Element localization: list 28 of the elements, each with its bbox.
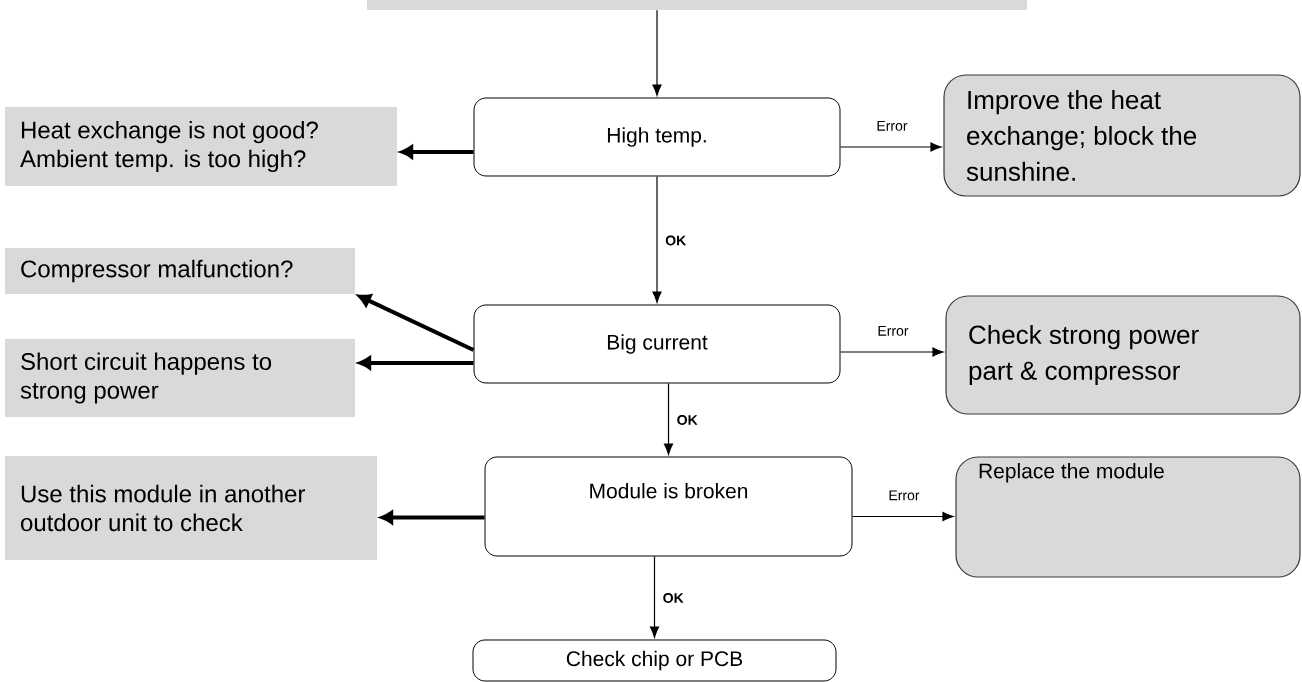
- process-box: Check chip or PCB: [472, 639, 837, 682]
- arrow: [652, 175, 662, 303]
- arrow: [652, 9, 662, 96]
- arrow: [839, 347, 944, 357]
- arrow: [358, 356, 474, 370]
- action-box: Improve the heat exchange; block the sunshine.: [943, 74, 1301, 197]
- edge-label: Error: [886, 488, 922, 503]
- process-box: Big current: [473, 304, 841, 384]
- edge-label: OK: [674, 413, 700, 427]
- process-box: [367, 0, 1027, 10]
- edge-label: OK: [663, 233, 689, 248]
- edge-label: Error: [874, 119, 910, 133]
- arrow: [649, 555, 660, 638]
- process-box: Module is broken: [484, 456, 853, 557]
- edge-label: OK: [660, 591, 686, 605]
- action-box: Check strong power part & compressor: [945, 295, 1301, 415]
- action-box: Replace the module: [955, 456, 1301, 578]
- arrow: [839, 142, 942, 152]
- edge-label: Error: [875, 324, 911, 338]
- cause-box: Short circuit happens to strong power: [5, 339, 355, 417]
- cause-box: Heat exchange is not good? Ambient temp. is too high?: [5, 107, 397, 186]
- process-box: High temp.: [473, 97, 841, 177]
- arrow: [663, 382, 674, 455]
- arrow: [357, 294, 475, 352]
- cause-box: Use this module in another outdoor unit to check: [5, 456, 377, 560]
- arrow: [851, 511, 954, 522]
- arrow: [400, 145, 474, 159]
- cause-box: Compressor malfunction?: [5, 248, 355, 294]
